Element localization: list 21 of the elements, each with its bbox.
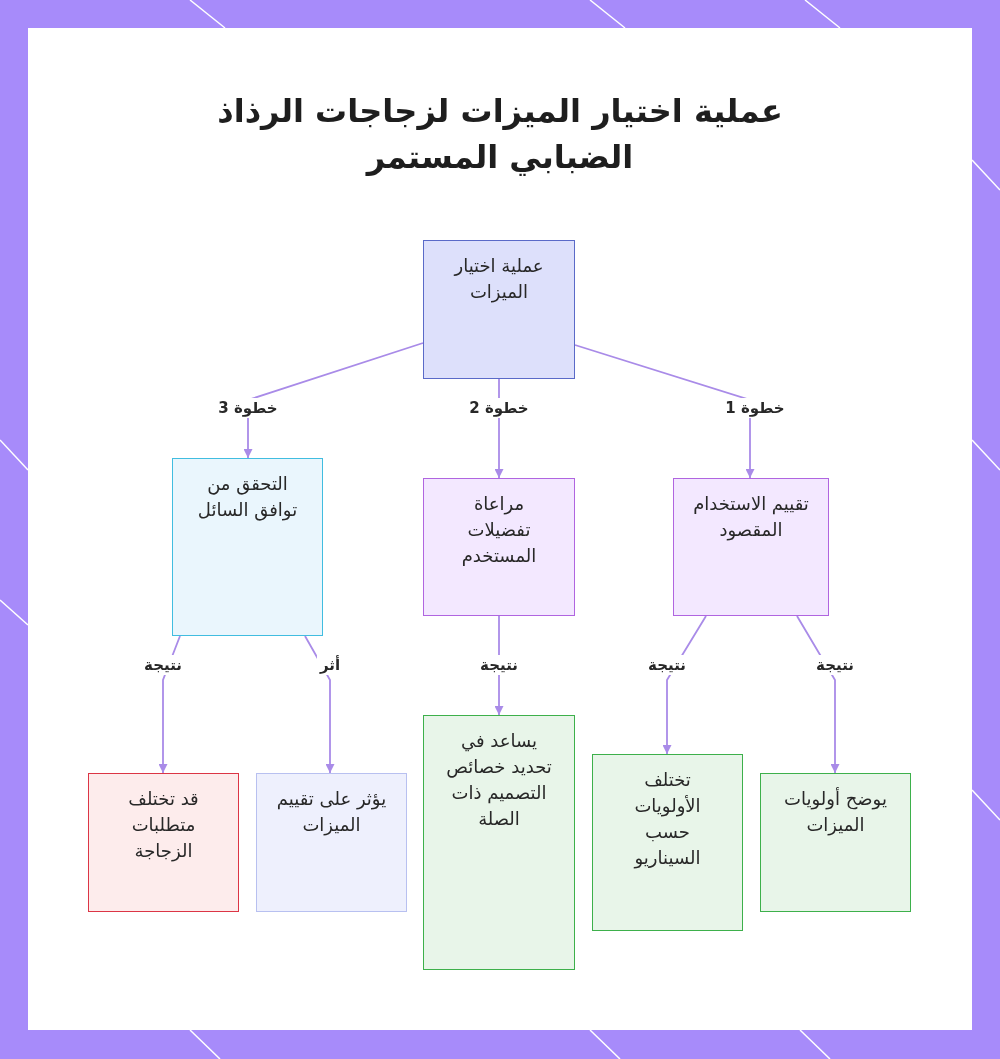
box-text: عملية اختيار الميزات: [452, 254, 545, 305]
arrow: [243, 342, 424, 459]
title: عملية اختيار الميزات لزجاجات الرذاذ الضبابي المستمر: [216, 91, 784, 178]
process-box: [673, 478, 829, 616]
process-box: [592, 754, 743, 931]
process-box: [423, 715, 575, 970]
process-box: [760, 773, 911, 912]
process-box: [423, 240, 575, 379]
box-text: تختلف الأولويات حسب السيناريو: [632, 768, 702, 871]
box-text: قد تختلف متطلبات الزجاجة: [127, 787, 200, 864]
box-text: يوضح أولويات الميزات: [783, 786, 888, 838]
box-text: مراعاة تفضيلات المستخدم: [460, 492, 538, 568]
process-box: [88, 773, 239, 912]
box-text: تقييم الاستخدام المقصود: [692, 492, 810, 543]
box-text: يساعد في تحديد خصائص التصميم ذات الصلة: [445, 729, 553, 831]
arrow: [574, 344, 755, 479]
box-text: يؤثر على تقييم الميزات: [275, 787, 388, 838]
process-box: [172, 458, 323, 636]
box-text: التحقق من توافق السائل: [196, 472, 299, 523]
process-box: [423, 478, 575, 616]
process-box: [256, 773, 407, 912]
